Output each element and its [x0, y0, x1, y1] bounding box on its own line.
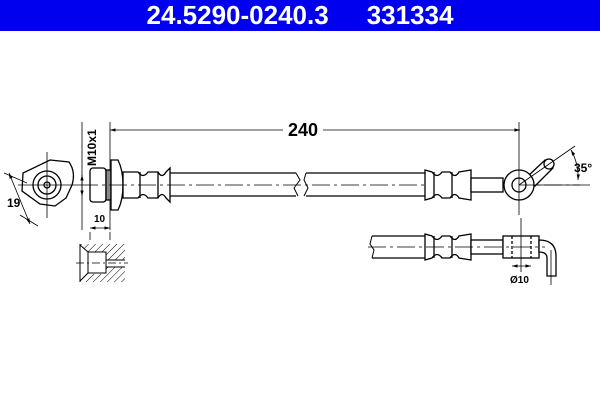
- right-end-side-view: [368, 218, 557, 285]
- bore-diameter-label: Ø10: [510, 275, 529, 286]
- length-label: 240: [288, 120, 318, 140]
- angle-label: 35°: [574, 161, 592, 175]
- thread-label: M10x1: [85, 129, 99, 166]
- part-number: 24.5290-0240.3: [146, 0, 329, 30]
- hex-fitting-end-view: [3, 152, 80, 227]
- wrench-size-label: 19: [7, 196, 21, 210]
- thread-section-detail: [76, 232, 128, 283]
- banjo-fitting: [503, 122, 590, 215]
- title-bar: 24.5290-0240.3 331334: [0, 0, 600, 31]
- right-fitting: [424, 169, 504, 201]
- reference-number: 331334: [366, 0, 454, 30]
- thread-length-label: 10: [94, 214, 106, 225]
